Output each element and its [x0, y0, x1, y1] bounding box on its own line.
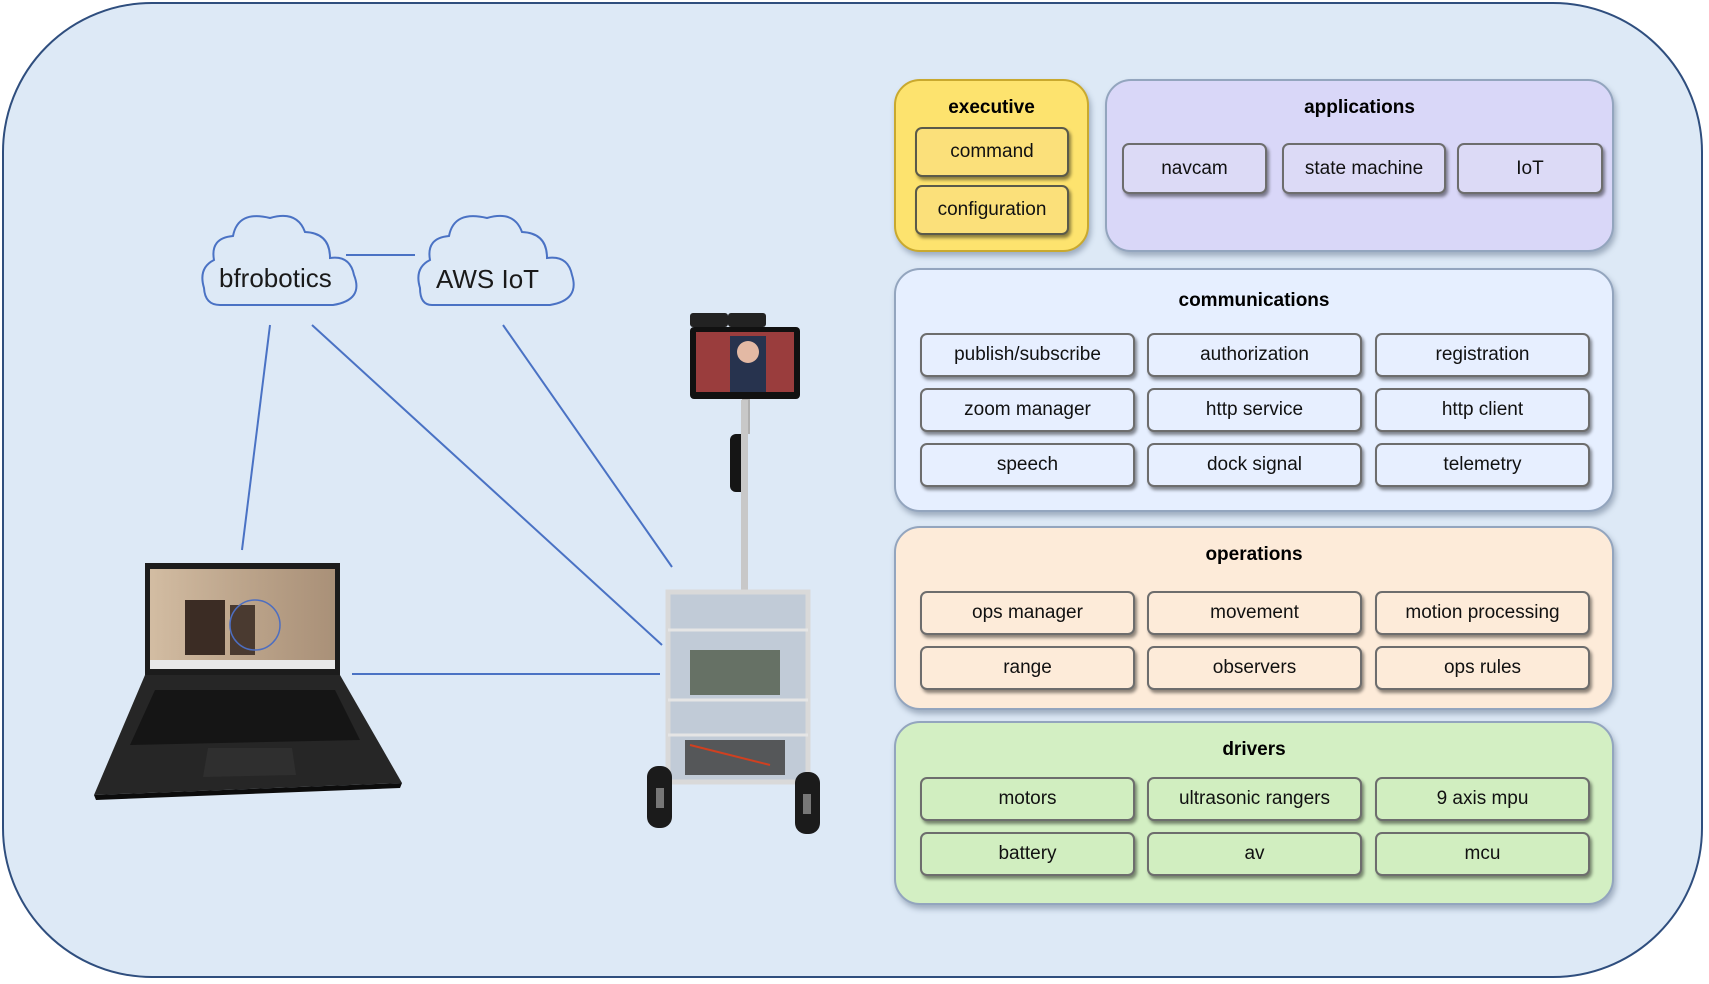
state-machine-module: state machine — [1282, 143, 1446, 194]
aws-iot-cloud-icon — [417, 214, 575, 306]
executive-title: executive — [948, 97, 1035, 118]
operations-group: operations ops manager movement motion p… — [894, 526, 1614, 710]
navcam-module: navcam — [1122, 143, 1267, 194]
av-module: av — [1147, 832, 1362, 876]
command-module: command — [915, 127, 1069, 177]
operations-title: operations — [1205, 544, 1303, 565]
iot-module: IoT — [1457, 143, 1603, 194]
communications-title: communications — [1178, 290, 1330, 311]
communications-group: communications publish/subscribe authori… — [894, 268, 1614, 512]
ops-manager-module: ops manager — [920, 591, 1135, 635]
observers-module: observers — [1147, 646, 1362, 690]
bfrobotics-cloud-icon — [201, 214, 358, 306]
link-bfrobotics-laptop — [241, 324, 271, 551]
battery-module: battery — [920, 832, 1135, 876]
http-service-module: http service — [1147, 388, 1362, 432]
registration-module: registration — [1375, 333, 1590, 377]
movement-module: movement — [1147, 591, 1362, 635]
drivers-group: drivers motors ultrasonic rangers 9 axis… — [894, 721, 1614, 905]
drivers-title: drivers — [1222, 739, 1286, 760]
executive-group: executive command configuration — [894, 79, 1089, 252]
applications-group: applications navcam state machine IoT — [1105, 79, 1614, 252]
mcu-module: mcu — [1375, 832, 1590, 876]
speech-module: speech — [920, 443, 1135, 487]
aws-iot-label: AWS IoT — [436, 264, 540, 294]
9-axis-mpu-module: 9 axis mpu — [1375, 777, 1590, 821]
telemetry-module: telemetry — [1375, 443, 1590, 487]
telepresence-robot-photo — [647, 313, 820, 834]
ultrasonic-rangers-module: ultrasonic rangers — [1147, 777, 1362, 821]
publish-subscribe-module: publish/subscribe — [920, 333, 1135, 377]
link-bfrobotics-robot — [311, 324, 663, 646]
bfrobotics-label: bfrobotics — [219, 263, 332, 293]
motion-processing-module: motion processing — [1375, 591, 1590, 635]
link-aws-robot — [502, 324, 673, 568]
configuration-module: configuration — [915, 185, 1069, 235]
laptop-photo — [94, 563, 402, 800]
authorization-module: authorization — [1147, 333, 1362, 377]
http-client-module: http client — [1375, 388, 1590, 432]
range-module: range — [920, 646, 1135, 690]
applications-title: applications — [1304, 97, 1415, 118]
motors-module: motors — [920, 777, 1135, 821]
dock-signal-module: dock signal — [1147, 443, 1362, 487]
ops-rules-module: ops rules — [1375, 646, 1590, 690]
zoom-manager-module: zoom manager — [920, 388, 1135, 432]
